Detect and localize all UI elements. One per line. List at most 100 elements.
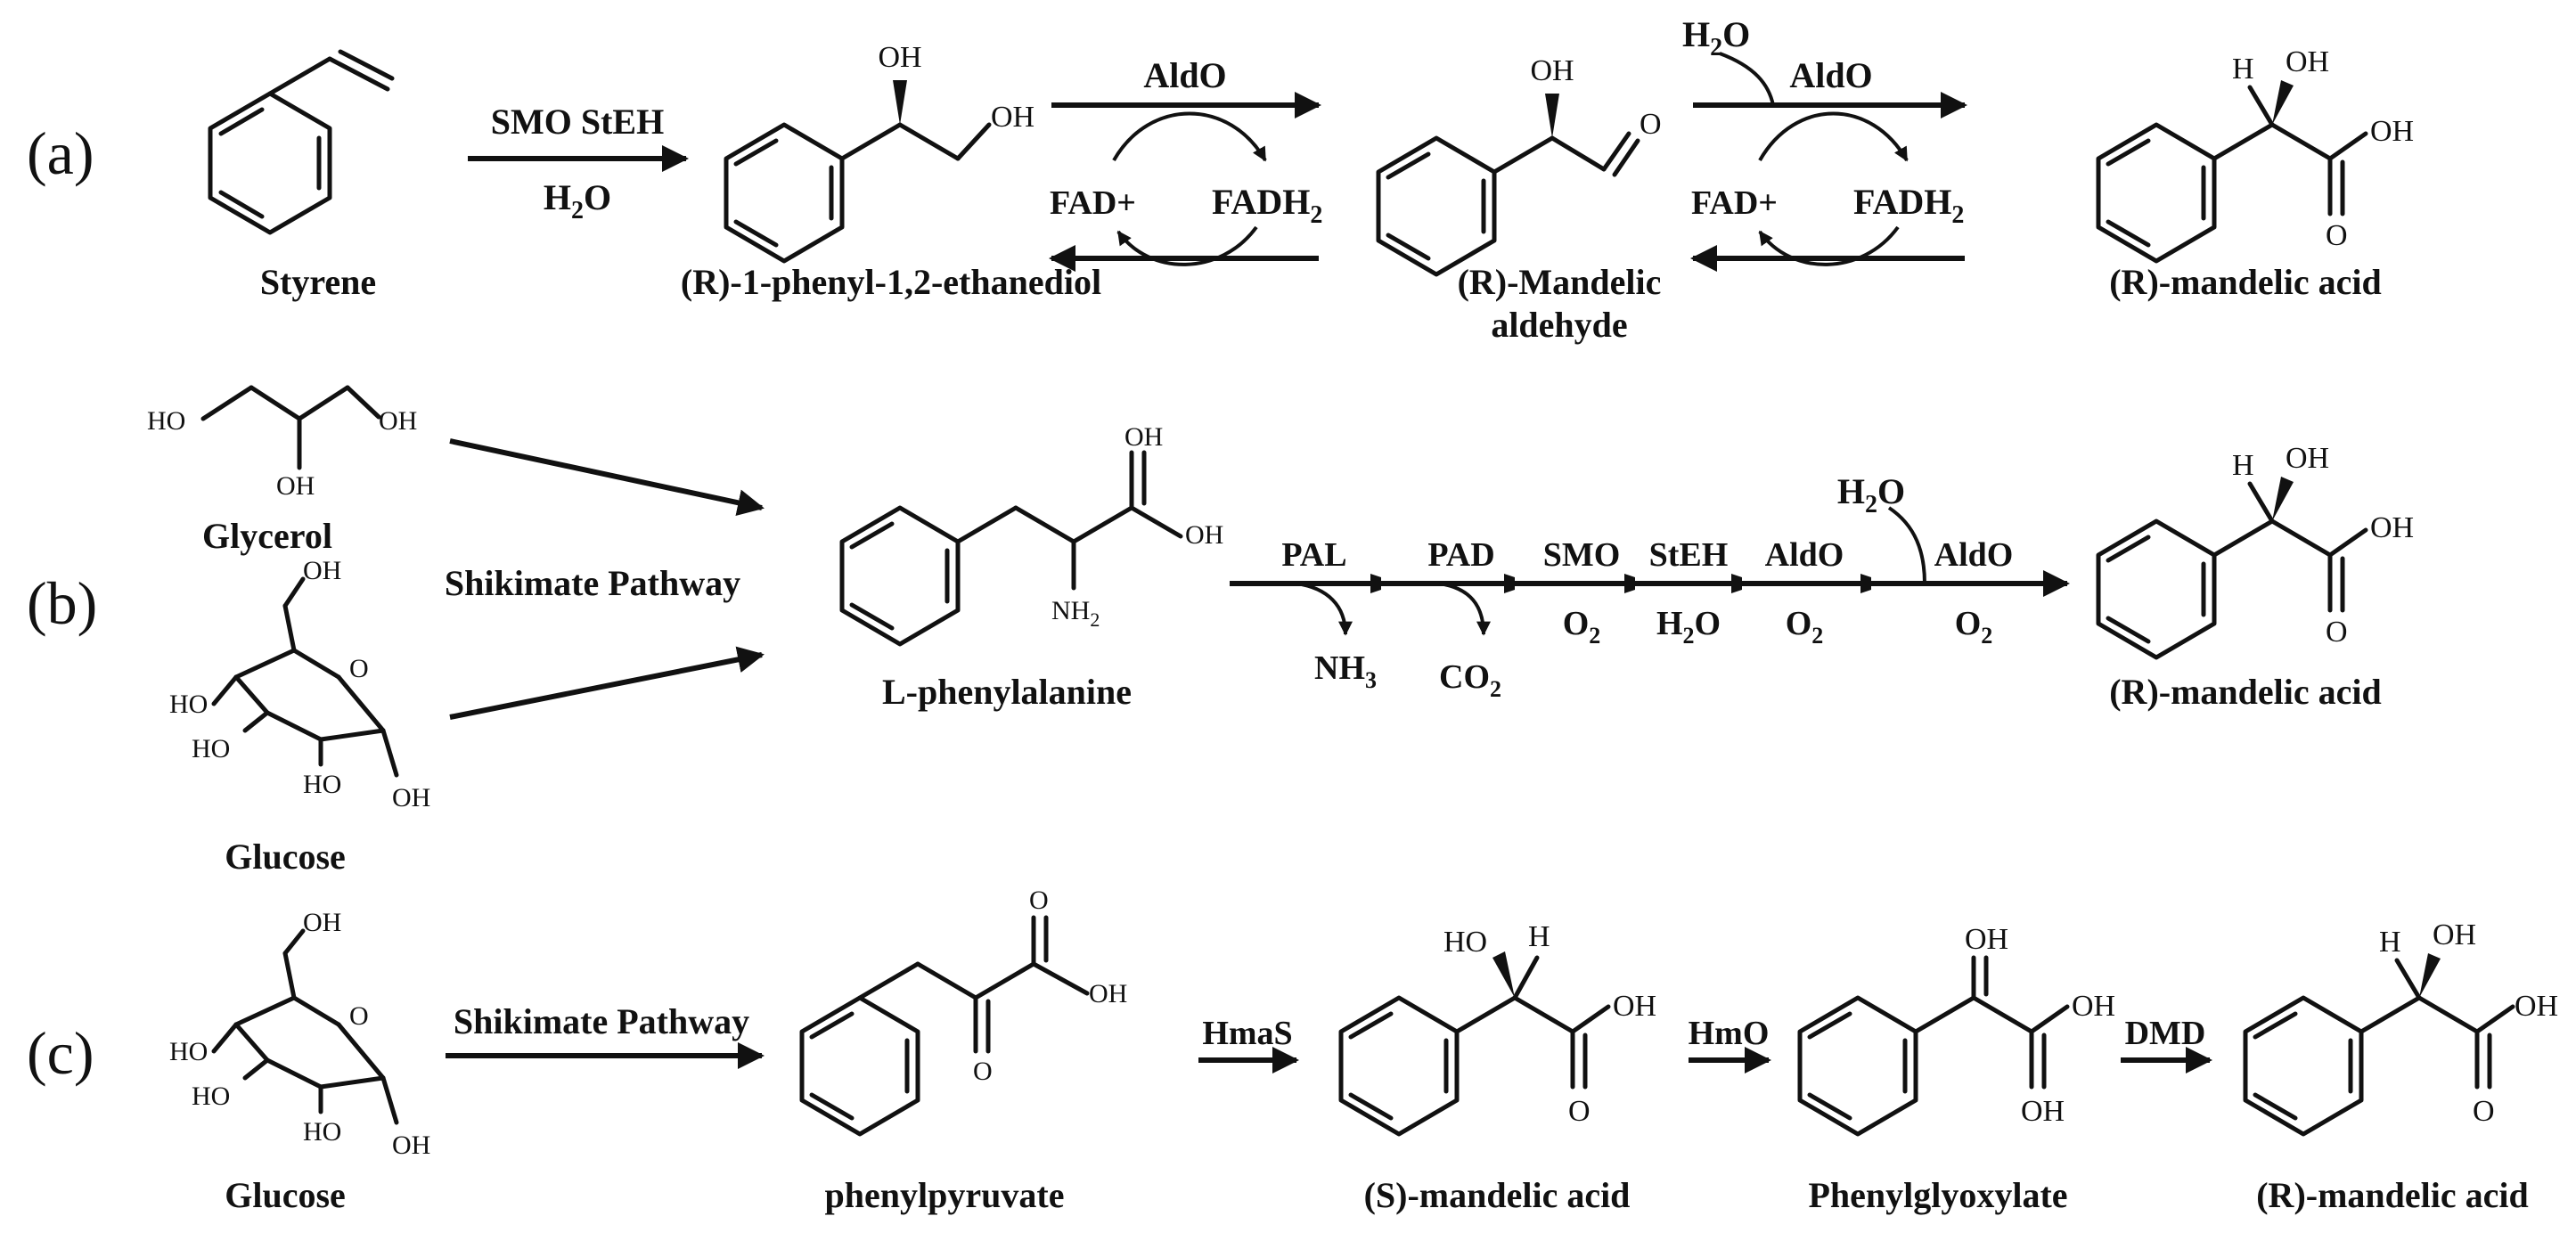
atom-oh: OH — [1089, 979, 1127, 1008]
atom-oh: OH — [392, 783, 430, 812]
atom-o: O — [2473, 1095, 2495, 1128]
cofactor-fad-a2: FAD+ — [1050, 184, 1136, 222]
atom-o: O — [2326, 219, 2348, 252]
atom-oh: OH — [1124, 422, 1163, 452]
compound-phenylglyoxylate: Phenylglyoxylate — [1808, 1175, 2067, 1215]
cosubstrate-o2-smo: O2 — [1563, 605, 1601, 649]
substrate-glucose-c: Glucose — [225, 1175, 346, 1215]
enzyme-hmas: HmaS — [1202, 1015, 1292, 1052]
atom-ho: HO — [147, 406, 185, 436]
cofactor-fadh2-a2: FADH2 — [1212, 182, 1322, 229]
enzyme-aldo-a2: AldO — [1143, 55, 1226, 95]
intermediate-l-phenylalanine: L-phenylalanine — [882, 672, 1132, 712]
glycerol-structure — [200, 385, 381, 470]
atom-o: O — [349, 1001, 369, 1031]
product-r-mandelic-acid-b: (R)-mandelic acid — [2109, 672, 2382, 712]
compound-mandelic-aldehyde-2: aldehyde — [1491, 305, 1627, 345]
r-mandelic-acid-structure-a — [2096, 80, 2368, 264]
panel-b: (b) HO OH OH Glycerol OH — [27, 385, 2414, 877]
atom-oh: OH — [303, 556, 341, 585]
byproduct-co2: CO2 — [1439, 658, 1501, 702]
r-mandelic-acid-structure-c — [2243, 953, 2515, 1137]
atom-o: O — [2326, 616, 2348, 649]
compound-phenylethanediol: (R)-1-phenyl-1,2-ethanediol — [681, 262, 1101, 302]
atom-oh: OH — [2072, 990, 2115, 1023]
atom-oh: OH — [276, 471, 315, 501]
atom-oh: OH — [1185, 520, 1223, 550]
cosubstrate-h2o-steh: H2O — [1656, 605, 1721, 649]
enzyme-pal: PAL — [1281, 536, 1346, 574]
byproduct-curve-nh3 — [1296, 582, 1353, 636]
atom-ho: HO — [169, 690, 208, 719]
atom-o: O — [973, 1057, 993, 1086]
pathway-shikimate-b: Shikimate Pathway — [445, 563, 740, 603]
phenylethanediol-structure — [724, 80, 992, 264]
atom-oh: OH — [2370, 115, 2414, 148]
enzyme-steh: StEH — [1649, 536, 1729, 574]
atom-oh: OH — [2021, 1095, 2065, 1128]
atom-oh: OH — [991, 101, 1034, 134]
atom-ho: HO — [192, 734, 230, 763]
panel-b-label: (b) — [27, 569, 97, 637]
arrow-glycerol — [449, 438, 765, 517]
compound-phenylpyruvate: phenylpyruvate — [825, 1175, 1065, 1215]
atom-oh: OH — [2433, 918, 2476, 951]
atom-oh: OH — [303, 908, 341, 937]
compound-mandelic-aldehyde-1: (R)-Mandelic — [1458, 262, 1662, 302]
cofactor-curve-a3-bottom — [1758, 225, 1900, 266]
atom-o: O — [1640, 108, 1662, 141]
panel-a-label: (a) — [27, 119, 94, 187]
atom-o: O — [349, 654, 369, 683]
atom-oh: OH — [878, 41, 921, 74]
cofactor-curve-a2-top — [1112, 111, 1267, 162]
cofactor-fad-a3: FAD+ — [1691, 184, 1778, 222]
atom-nh2: NH2 — [1051, 596, 1100, 631]
atom-ho: HO — [303, 1117, 341, 1147]
substrate-glucose-b: Glucose — [225, 837, 346, 877]
water-a3: H2O — [1682, 14, 1750, 61]
enzyme-aldo-a3: AldO — [1789, 55, 1872, 95]
cosubstrate-o2-aldo2: O2 — [1955, 605, 1993, 649]
styrene-structure — [208, 49, 395, 235]
s-mandelic-acid-structure — [1338, 951, 1611, 1137]
glucose-structure-c — [211, 928, 399, 1125]
atom-oh: OH — [379, 406, 417, 436]
water-curve-b — [1887, 506, 1926, 584]
cosubstrate-o2-aldo1: O2 — [1786, 605, 1824, 649]
enzyme-smo: SMO — [1543, 536, 1621, 574]
water-curve-a3 — [1719, 52, 1775, 106]
atom-o: O — [1568, 1095, 1591, 1128]
compound-r-mandelic-acid-c: (R)-mandelic acid — [2256, 1175, 2529, 1215]
arrow-glucose-b — [449, 646, 765, 720]
atom-ho: HO — [1443, 926, 1487, 959]
compound-styrene: Styrene — [260, 262, 376, 302]
pathway-shikimate-c: Shikimate Pathway — [454, 1001, 749, 1041]
panel-a: (a) Styrene SMO StEH H2O OH OH — [27, 14, 2414, 345]
phenylpyruvate-structure — [799, 915, 1090, 1137]
atom-oh: OH — [2286, 45, 2329, 78]
atom-ho: HO — [192, 1082, 230, 1111]
water-a1: H2O — [544, 177, 611, 224]
byproduct-nh3: NH3 — [1314, 649, 1377, 693]
atom-oh: OH — [2515, 990, 2558, 1023]
panel-c-label: (c) — [27, 1019, 94, 1087]
enzymes-smo-steh: SMO StEH — [491, 102, 664, 142]
byproduct-curve-co2 — [1438, 582, 1491, 636]
substrate-glycerol: Glycerol — [202, 516, 332, 556]
phenylglyoxylate-structure — [1797, 955, 2070, 1137]
atom-h: H — [1528, 920, 1550, 953]
l-phenylalanine-structure — [839, 450, 1183, 647]
enzyme-dmd: DMD — [2125, 1015, 2206, 1052]
atom-o: O — [1029, 886, 1049, 915]
atom-oh: OH — [2286, 442, 2329, 475]
enzyme-aldo-b2: AldO — [1934, 536, 2014, 574]
atom-h: H — [2232, 53, 2254, 86]
atom-oh: OH — [392, 1131, 430, 1160]
enzyme-aldo-b1: AldO — [1765, 536, 1844, 574]
atom-oh: OH — [1530, 54, 1574, 87]
cofactor-curve-a3-top — [1758, 111, 1909, 162]
cofactor-curve-a2-bottom — [1116, 225, 1258, 266]
atom-h: H — [2232, 449, 2254, 482]
atom-oh: OH — [2370, 511, 2414, 544]
